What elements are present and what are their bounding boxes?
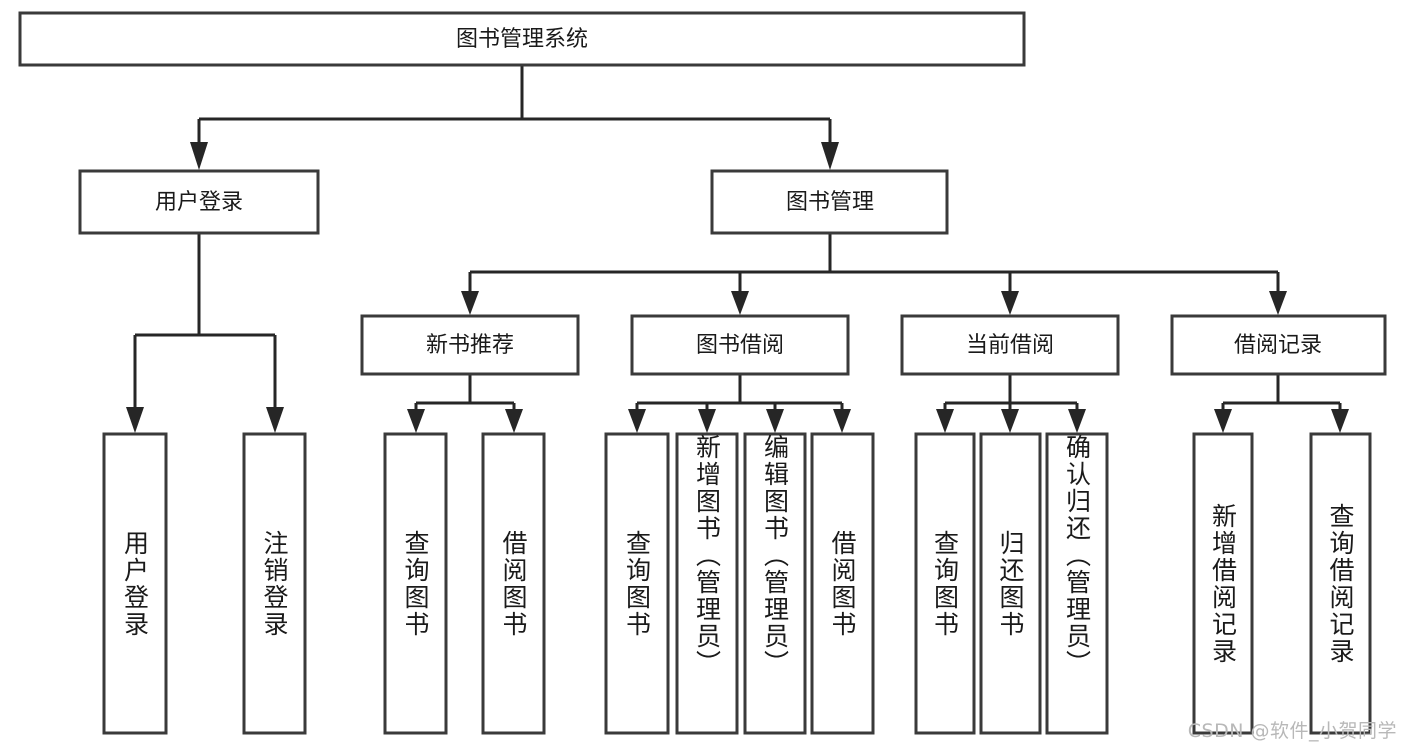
arrowhead-borrow-leaf-4 <box>833 409 851 433</box>
arrowhead-borrow-leaf-3 <box>766 409 784 433</box>
node-root-label: 图书管理系统 <box>456 27 588 52</box>
node-root[interactable]: 图书管理系统 <box>18 11 1026 67</box>
arrowhead-current <box>1001 291 1019 315</box>
arrowhead-borrow-leaf-1 <box>628 409 646 433</box>
node-new-book-recommend[interactable]: 新书推荐 <box>360 314 580 376</box>
leaf-box-query-book-bb[interactable] <box>604 432 670 735</box>
leaf-box-add-book-admin[interactable] <box>675 432 739 735</box>
leaf-box-add-record[interactable] <box>1192 432 1254 735</box>
node-book-management[interactable]: 图书管理 <box>710 169 949 235</box>
leaf-box-borrow-book-nb[interactable] <box>481 432 546 735</box>
arrowhead-book-mgmt <box>821 142 839 170</box>
arrowhead-borrow <box>731 291 749 315</box>
leaf-box-logout[interactable] <box>242 432 307 735</box>
leaf-box-query-record[interactable] <box>1309 432 1372 735</box>
leaf-box-confirm-return[interactable] <box>1045 432 1109 735</box>
leaf-box-layer <box>102 432 1372 735</box>
node-book-management-label: 图书管理 <box>786 190 874 215</box>
arrowhead-current-leaf-2 <box>1001 409 1019 433</box>
node-new-book-recommend-label: 新书推荐 <box>426 333 514 358</box>
node-book-borrow-label: 图书借阅 <box>696 333 784 358</box>
arrowhead-record-leaf-2 <box>1331 409 1349 433</box>
arrowhead-newbook-leaf-2 <box>505 409 523 433</box>
leaf-box-query-book-nb[interactable] <box>383 432 448 735</box>
node-current-borrow-label: 当前借阅 <box>966 333 1054 358</box>
arrowhead-record-leaf-1 <box>1214 409 1232 433</box>
node-user-login-label: 用户登录 <box>155 190 243 215</box>
leaf-box-borrow-book-bb[interactable] <box>810 432 875 735</box>
connector-layer <box>126 65 1349 433</box>
node-book-borrow[interactable]: 图书借阅 <box>630 314 850 376</box>
node-borrow-record[interactable]: 借阅记录 <box>1170 314 1387 376</box>
arrowhead-newbook <box>461 291 479 315</box>
leaf-box-edit-book-admin[interactable] <box>743 432 807 735</box>
watermark: CSDN @软件_小贺同学 <box>1187 720 1397 742</box>
leaf-box-user-login[interactable] <box>102 432 168 735</box>
arrowhead-user-login <box>190 142 208 170</box>
arrowhead-leaf-user-login <box>126 407 144 433</box>
arrowhead-leaf-logout <box>266 407 284 433</box>
arrowhead-current-leaf-1 <box>936 409 954 433</box>
leaf-box-query-book-cb[interactable] <box>914 432 976 735</box>
leaf-box-return-book[interactable] <box>979 432 1042 735</box>
node-user-login[interactable]: 用户登录 <box>78 169 320 235</box>
arrowhead-record <box>1269 291 1287 315</box>
node-current-borrow[interactable]: 当前借阅 <box>900 314 1120 376</box>
arrowhead-current-leaf-3 <box>1068 409 1086 433</box>
arrowhead-newbook-leaf-1 <box>407 409 425 433</box>
arrowhead-borrow-leaf-2 <box>698 409 716 433</box>
node-borrow-record-label: 借阅记录 <box>1234 333 1322 358</box>
